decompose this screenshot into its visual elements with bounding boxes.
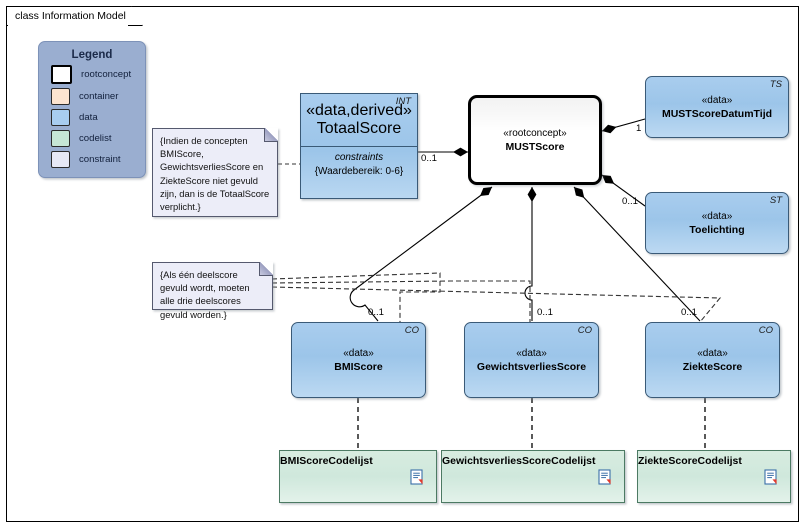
codelist-bmiscorecodelijst-name: BMIScoreCodelijst: [280, 455, 373, 467]
class-totaalscore-stereotype: «data,derived»: [306, 102, 412, 119]
legend-item-container: container: [51, 88, 145, 105]
legend-item-data: data: [51, 109, 145, 126]
class-toelichting[interactable]: ST «data» Toelichting: [645, 192, 789, 254]
legend-label-rootconcept: rootconcept: [81, 69, 132, 80]
class-totaalscore-constraints: constraints {Waardebereik: 0-6}: [301, 147, 417, 198]
document-icon: [764, 468, 777, 485]
class-mustscore[interactable]: «rootconcept» MUSTScore: [468, 95, 602, 185]
note-deelscores-text: {Als één deelscore gevuld wordt, moeten …: [160, 269, 250, 320]
legend-swatch-rootconcept: [51, 65, 72, 84]
class-totaalscore-constraints-header: constraints: [334, 152, 384, 163]
legend-panel: Legend rootconcept container data codeli…: [38, 41, 146, 178]
legend-label-data: data: [79, 112, 98, 123]
class-mustscoredatumtijd-stereotype: «data»: [701, 94, 733, 106]
class-totaalscore[interactable]: INT «data,derived» TotaalScore constrain…: [300, 93, 418, 199]
document-icon: [598, 468, 611, 485]
legend-item-rootconcept: rootconcept: [51, 65, 145, 84]
legend-swatch-codelist: [51, 130, 70, 147]
multiplicity-totaalscore: 0..1: [421, 153, 438, 164]
class-mustscoredatumtijd[interactable]: TS «data» MUSTScoreDatumTijd: [645, 76, 789, 138]
class-totaalscore-name: TotaalScore: [316, 120, 402, 137]
class-toelichting-tag: ST: [769, 195, 782, 206]
multiplicity-datumtijd: 1: [636, 123, 642, 134]
class-gewichtsverliesscore[interactable]: CO «data» GewichtsverliesScore: [464, 322, 599, 398]
codelist-gewichtsverliesscorecodelijst-name: GewichtsverliesScoreCodelijst: [442, 455, 596, 467]
class-toelichting-name: Toelichting: [689, 223, 745, 236]
legend-swatch-data: [51, 109, 70, 126]
document-icon: [410, 468, 423, 485]
legend-swatch-container: [51, 88, 70, 105]
diagram-title-tab: class Information Model: [6, 6, 143, 26]
legend-title: Legend: [71, 49, 113, 61]
class-bmiscore-name: BMIScore: [334, 360, 383, 373]
class-ziektescore[interactable]: CO «data» ZiekteScore: [645, 322, 780, 398]
codelist-gewichtsverliesscorecodelijst[interactable]: GewichtsverliesScoreCodelijst: [441, 450, 625, 503]
class-mustscore-name: MUSTScore: [505, 140, 565, 153]
class-mustscore-stereotype: «rootconcept»: [503, 127, 567, 139]
legend-item-codelist: codelist: [51, 130, 145, 147]
legend-label-container: container: [79, 91, 119, 102]
class-mustscoredatumtijd-tag: TS: [769, 79, 782, 90]
class-ziektescore-tag: CO: [758, 325, 773, 336]
note-fold-icon: [264, 128, 278, 142]
class-toelichting-stereotype: «data»: [701, 210, 733, 222]
note-totaalscore-text: {Indien de concepten BMIScore, Gewichtsv…: [160, 135, 270, 213]
class-totaalscore-constraints-text: {Waardebereik: 0-6}: [314, 166, 404, 177]
tab-seam-cover: [7, 24, 128, 28]
legend-label-codelist: codelist: [79, 133, 112, 144]
class-gewichtsverliesscore-stereotype: «data»: [516, 347, 547, 359]
class-bmiscore[interactable]: CO «data» BMIScore: [291, 322, 426, 398]
class-gewichtsverliesscore-tag: CO: [577, 325, 592, 336]
legend-label-constraint: constraint: [79, 154, 121, 165]
legend-swatch-constraint: [51, 151, 70, 168]
multiplicity-ziektescore: 0..1: [681, 307, 698, 318]
class-ziektescore-stereotype: «data»: [697, 347, 728, 359]
note-deelscores-constraint[interactable]: {Als één deelscore gevuld wordt, moeten …: [152, 262, 273, 320]
note-totaalscore-constraint[interactable]: {Indien de concepten BMIScore, Gewichtsv…: [152, 128, 278, 217]
class-bmiscore-tag: CO: [404, 325, 419, 336]
legend-item-constraint: constraint: [51, 151, 145, 168]
codelist-ziektescorecodelijst-name: ZiekteScoreCodelijst: [638, 455, 742, 467]
class-totaalscore-tag: INT: [395, 96, 411, 107]
class-totaalscore-header: INT «data,derived» TotaalScore: [301, 94, 417, 146]
class-mustscoredatumtijd-name: MUSTScoreDatumTijd: [661, 107, 773, 120]
multiplicity-toelichting: 0..1: [622, 196, 639, 207]
class-ziektescore-name: ZiekteScore: [682, 360, 743, 373]
multiplicity-gewichtsverliesscore: 0..1: [537, 307, 554, 318]
note-fold-icon: [259, 262, 273, 276]
codelist-bmiscorecodelijst[interactable]: BMIScoreCodelijst: [279, 450, 437, 503]
multiplicity-bmiscore: 0..1: [368, 307, 385, 318]
diagram-title: class Information Model: [15, 10, 126, 22]
class-totaalscore-divider: [301, 146, 417, 147]
class-bmiscore-stereotype: «data»: [343, 347, 374, 359]
codelist-ziektescorecodelijst[interactable]: ZiekteScoreCodelijst: [637, 450, 791, 503]
class-gewichtsverliesscore-name: GewichtsverliesScore: [476, 360, 587, 373]
